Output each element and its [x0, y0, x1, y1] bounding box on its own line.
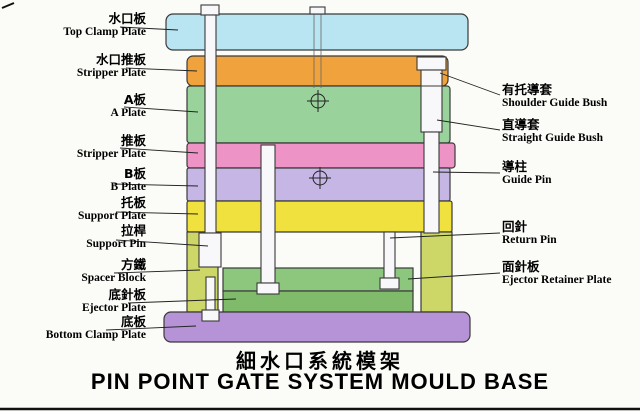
label-a-plate-zh: A板	[123, 92, 146, 107]
label-stripper-plate-lower-zh: 推板	[120, 133, 146, 148]
label-support-pin-zh: 拉桿	[120, 223, 146, 238]
guide-pin-body-shape	[423, 131, 440, 234]
label-support-pin-en: Support Pin	[86, 238, 146, 250]
label-guide-pin-en: Guide Pin	[502, 174, 552, 186]
label-ejector-plate: 底針板 Ejector Plate	[0, 288, 146, 315]
diagram-title-en: PIN POINT GATE SYSTEM MOULD BASE	[90, 369, 550, 394]
label-stripper-plate-lower: 推板 Stripper Plate	[0, 134, 146, 161]
shoulder-guide-bush-flange-shape	[416, 56, 447, 71]
sprue-boss-shape	[309, 6, 326, 15]
label-top-clamp-plate-en: Top Clamp Plate	[63, 26, 146, 38]
stripper-plate-lower-shape	[186, 142, 456, 169]
label-bottom-clamp-plate-zh: 底板	[120, 314, 146, 329]
label-straight-guide-bush-zh: 直導套	[502, 117, 540, 132]
label-support-plate-en: Support Plate	[77, 210, 146, 222]
label-b-plate-en: B Plate	[110, 181, 146, 193]
sprue-channel	[313, 14, 322, 88]
support-pin-bush-shape	[198, 232, 222, 268]
spacer-block-right-shape	[420, 231, 453, 313]
corner-mark	[1, 2, 15, 9]
label-bottom-clamp-plate-en: Bottom Clamp Plate	[45, 329, 146, 341]
leader-lines	[105, 26, 501, 331]
label-shoulder-guide-bush-zh: 有托導套	[502, 82, 553, 97]
label-shoulder-guide-bush: 有托導套 Shoulder Guide Bush	[502, 83, 638, 110]
label-straight-guide-bush: 直導套 Straight Guide Bush	[502, 118, 638, 145]
label-top-clamp-plate-zh: 水口板	[108, 11, 146, 26]
label-support-pin: 拉桿 Support Pin	[0, 224, 146, 251]
straight-guide-bush-body-shape	[420, 69, 443, 133]
pins	[198, 4, 447, 322]
support-pin-body-shape	[204, 14, 217, 234]
label-return-pin-en: Return Pin	[502, 234, 557, 246]
stop-pin-head-shape	[201, 309, 220, 322]
label-support-plate: 托板 Support Plate	[0, 196, 146, 223]
label-guide-pin-zh: 導柱	[502, 159, 528, 174]
label-stripper-plate-lower-en: Stripper Plate	[76, 148, 146, 160]
center-puller-pin-head-shape	[256, 282, 280, 295]
support-pin-head-shape	[200, 4, 220, 16]
label-return-pin-zh: 回針	[502, 219, 528, 234]
return-pin-head-shape	[379, 277, 400, 290]
label-straight-guide-bush-en: Straight Guide Bush	[502, 132, 603, 144]
label-support-plate-zh: 托板	[120, 195, 146, 210]
label-shoulder-guide-bush-en: Shoulder Guide Bush	[502, 97, 608, 109]
label-bottom-clamp-plate: 底板 Bottom Clamp Plate	[0, 315, 146, 342]
label-return-pin: 回針 Return Pin	[502, 220, 638, 247]
label-stripper-plate-upper-zh: 水口推板	[95, 52, 146, 67]
label-spacer-block: 方鐵 Spacer Block	[0, 258, 146, 285]
label-stripper-plate-upper: 水口推板 Stripper Plate	[0, 53, 146, 80]
return-pin-body-shape	[383, 231, 396, 279]
diagram-title-zh: 細水口系統模架	[236, 349, 404, 373]
label-a-plate: A板 A Plate	[0, 93, 146, 120]
ejector-plate-shape	[222, 290, 414, 313]
label-b-plate-zh: B板	[123, 166, 146, 181]
support-plate-shape	[186, 200, 453, 233]
screw-hole-symbols	[307, 90, 331, 189]
label-ejector-retainer-plate-zh: 面針板	[502, 259, 540, 274]
label-a-plate-en: A Plate	[110, 107, 146, 119]
label-spacer-block-en: Spacer Block	[81, 272, 146, 284]
stripper-plate-upper-shape	[186, 55, 449, 87]
label-stripper-plate-upper-en: Stripper Plate	[76, 67, 146, 79]
label-spacer-block-zh: 方鐵	[120, 257, 146, 272]
label-top-clamp-plate: 水口板 Top Clamp Plate	[0, 12, 146, 39]
label-b-plate: B板 B Plate	[0, 167, 146, 194]
stop-pin-body-shape	[205, 276, 216, 311]
label-ejector-plate-zh: 底針板	[108, 287, 146, 302]
label-ejector-retainer-plate: 面針板 Ejector Retainer Plate	[502, 260, 638, 287]
label-ejector-plate-en: Ejector Plate	[82, 302, 146, 314]
center-puller-pin-body-shape	[260, 144, 276, 284]
label-ejector-retainer-plate-en: Ejector Retainer Plate	[502, 274, 612, 286]
label-guide-pin: 導柱 Guide Pin	[502, 160, 638, 187]
